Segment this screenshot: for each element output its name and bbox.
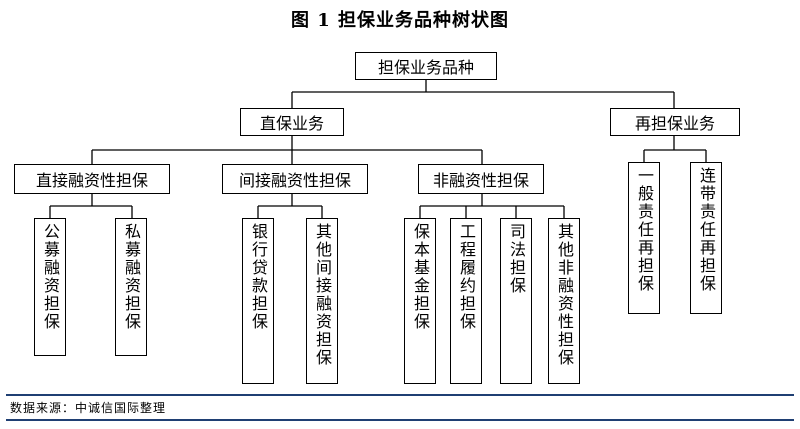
leaf-other-non-financing: 其他非融资性担保	[548, 218, 580, 384]
leaf-other-indirect: 其他间接融资担保	[306, 218, 338, 384]
node-root: 担保业务品种	[355, 52, 497, 80]
leaf-preservation-fund: 保本基金担保	[404, 218, 436, 384]
node-indirect-financing: 间接融资性担保	[222, 164, 368, 194]
leaf-public-offering: 公募融资担保	[34, 218, 66, 356]
leaf-label: 其他间接融资担保	[313, 223, 332, 367]
node-non-financing: 非融资性担保	[418, 164, 544, 194]
leaf-label: 保本基金担保	[411, 223, 430, 331]
leaf-label: 连带责任再担保	[697, 167, 716, 293]
leaf-private-offering: 私募融资担保	[115, 218, 147, 356]
leaf-label: 一般责任再担保	[635, 167, 654, 293]
figure-title: 图 1 担保业务品种树状图	[290, 10, 510, 31]
leaf-engineering: 工程履约担保	[450, 218, 482, 384]
node-reguarantee: 再担保业务	[610, 108, 740, 136]
leaf-label: 其他非融资性担保	[555, 223, 574, 367]
leaf-joint-liability: 连带责任再担保	[690, 162, 722, 314]
leaf-bank-loan: 银行贷款担保	[242, 218, 274, 384]
leaf-label: 工程履约担保	[457, 223, 476, 331]
source-rule-bottom	[6, 419, 794, 421]
leaf-general-liability: 一般责任再担保	[628, 162, 660, 314]
leaf-label: 私募融资担保	[122, 223, 141, 331]
leaf-judicial: 司法担保	[500, 218, 532, 384]
source-note: 数据来源：中诚信国际整理	[10, 401, 167, 415]
leaf-label: 公募融资担保	[41, 223, 60, 331]
leaf-label: 司法担保	[507, 223, 526, 295]
node-direct-financing: 直接融资性担保	[14, 164, 170, 194]
node-direct-guarantee: 直保业务	[240, 108, 344, 136]
source-rule-top	[6, 394, 794, 396]
leaf-label: 银行贷款担保	[249, 223, 268, 331]
